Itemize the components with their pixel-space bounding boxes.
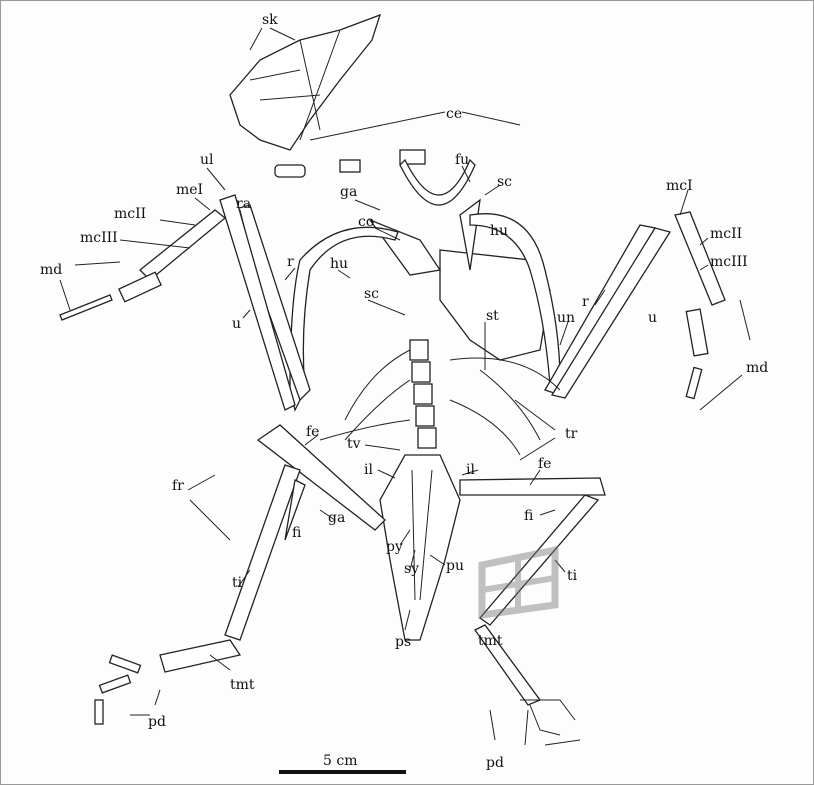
skull [229, 13, 382, 178]
label-il-right: il [466, 462, 475, 478]
label-tv: tv [347, 436, 361, 452]
label-sk: sk [262, 12, 278, 28]
metacarpal-left [139, 209, 227, 281]
watermark-logo [478, 545, 559, 620]
digit-left [118, 271, 162, 303]
label-r-right: r [582, 294, 589, 310]
label-co: co [358, 214, 374, 230]
label-ul: ul [200, 152, 214, 168]
tarsometatarsus-left [159, 639, 242, 673]
leader-lines [59, 27, 751, 716]
vertebral-column [339, 149, 437, 449]
label-ti-left: ti [232, 575, 243, 591]
label-sc-lower: sc [364, 286, 379, 302]
label-mcII-right: mcII [710, 226, 742, 242]
pedal-digits-left [94, 654, 142, 725]
metacarpal-right [674, 211, 726, 306]
label-tmt-left: tmt [230, 677, 255, 693]
femur-left [256, 424, 386, 531]
label-md-right: md [746, 360, 768, 376]
label-md-left: md [40, 262, 62, 278]
ulna-left [219, 194, 296, 411]
label-hu-right: hu [490, 223, 508, 239]
label-u-left: u [232, 316, 241, 332]
label-fr: fr [172, 478, 184, 494]
label-sy: sy [404, 561, 419, 577]
label-mcI-right: mcI [666, 178, 693, 194]
label-tr: tr [565, 426, 578, 442]
label-tmt-right: tmt [478, 633, 503, 649]
scale-bar-label: 5 cm [323, 753, 357, 769]
pedal-digits-right [489, 699, 581, 746]
label-sc-upper: sc [497, 174, 512, 190]
label-py: py [386, 539, 403, 555]
label-fe-right: fe [538, 456, 551, 472]
label-mcI-left: meI [176, 182, 203, 198]
label-ce: ce [446, 106, 462, 122]
fibula-left [284, 479, 306, 541]
bone-labels: sk ce fu ul mcI meI sc ga ra mcII co hu … [40, 12, 768, 771]
label-fi-right: fi [524, 508, 534, 524]
label-pd-right: pd [486, 755, 504, 771]
label-hu-left: hu [330, 256, 348, 272]
ribs [319, 349, 561, 456]
manual-phalanx-right [685, 366, 703, 400]
ulna-right [550, 227, 672, 399]
label-ra: ra [236, 196, 251, 212]
label-fu: fu [455, 152, 469, 168]
label-fe-left: fe [306, 424, 319, 440]
label-mcIII-left: mcIII [80, 230, 118, 246]
manual-phalanx-left [59, 294, 113, 321]
sternum [368, 198, 551, 361]
label-mcIII-right: mcIII [710, 254, 748, 270]
label-fi-left: fi [292, 525, 302, 541]
label-u-right: u [648, 310, 657, 326]
tibiotarsus-right [479, 494, 600, 626]
label-mcII-left: mcII [114, 206, 146, 222]
label-pu: pu [446, 558, 464, 574]
label-st: st [486, 308, 499, 324]
label-r-left: r [287, 254, 294, 270]
label-ti-right: ti [567, 568, 578, 584]
scale-bar: 5 cm [279, 753, 406, 774]
label-ga-upper: ga [340, 184, 357, 200]
label-pd-left: pd [148, 714, 166, 730]
label-ps: ps [395, 634, 411, 650]
label-il-left: il [364, 462, 373, 478]
furcula [399, 158, 476, 206]
label-un: un [557, 310, 575, 326]
femur-right [459, 477, 606, 496]
tibiotarsus-left [224, 464, 301, 641]
digit-right [685, 308, 709, 357]
label-ga-lower: ga [328, 510, 345, 526]
